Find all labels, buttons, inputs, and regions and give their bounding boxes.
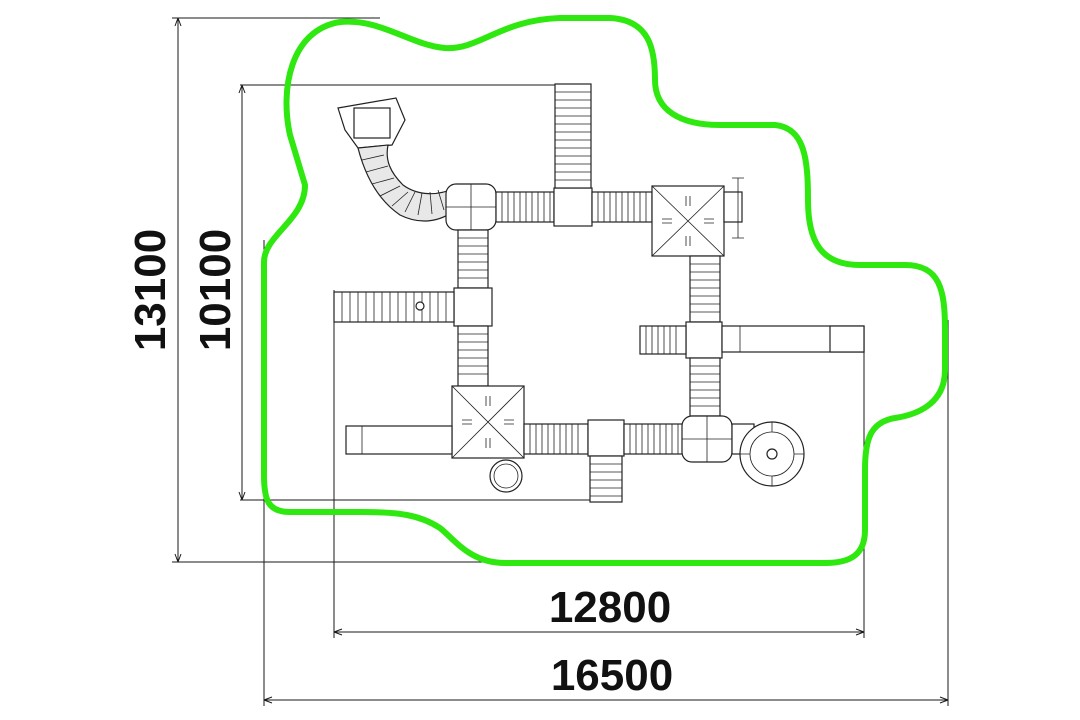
ladder-left	[333, 291, 455, 323]
bridge-bottom	[523, 419, 685, 457]
tower-bottom-left	[451, 385, 525, 493]
dimension-lines	[172, 17, 949, 706]
bridge-top	[495, 187, 653, 227]
spiral-slide	[731, 421, 805, 487]
bridge-left-vertical	[453, 229, 493, 387]
dimension-equipment-width-label: 12800	[549, 583, 671, 632]
tube-slide	[337, 97, 456, 222]
dimension-equipment-height-label: 10100	[191, 229, 240, 351]
play-structure	[333, 83, 865, 503]
ladder-bottom	[589, 455, 623, 503]
slide-right	[721, 325, 865, 353]
bridge-right-vertical	[685, 255, 723, 417]
dimension-overall-height-label: 13100	[126, 229, 175, 351]
ladder-right	[639, 325, 687, 355]
safety-zone-outline	[261, 15, 948, 566]
tower-top-right	[651, 177, 744, 257]
ladder-top	[554, 83, 592, 189]
slide-left	[345, 425, 453, 455]
dimension-overall-width-label: 16500	[551, 651, 673, 700]
